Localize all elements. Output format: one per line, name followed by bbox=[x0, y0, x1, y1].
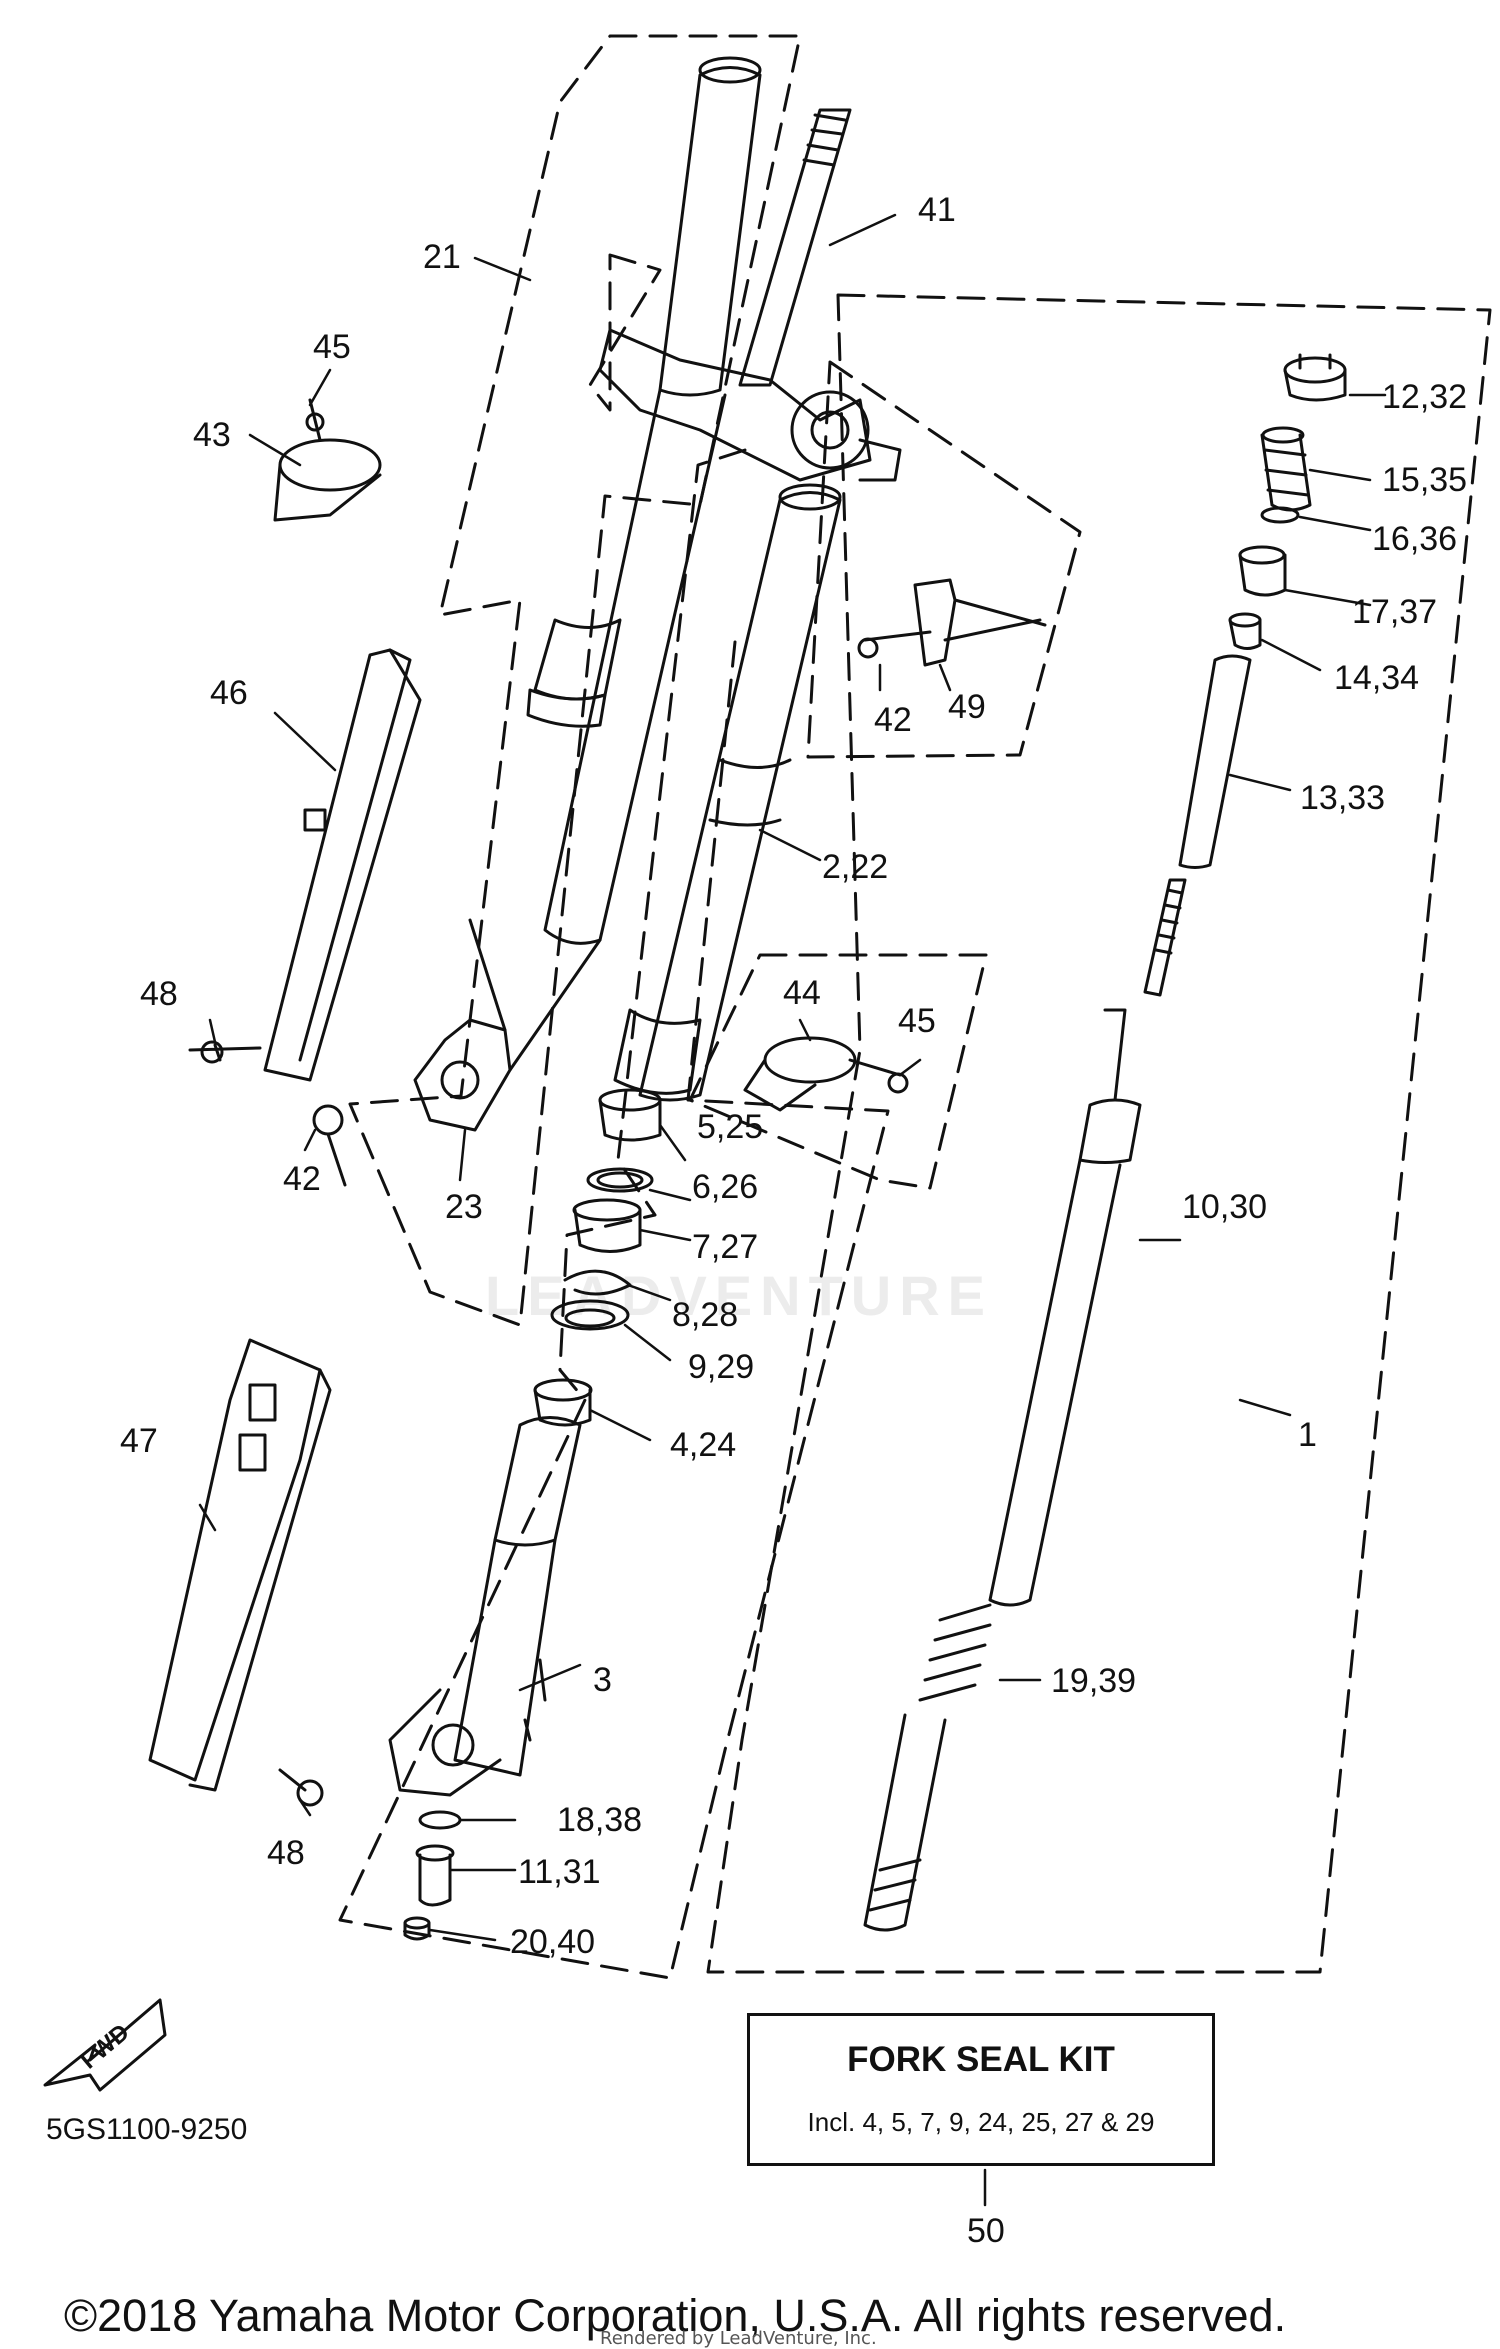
clamp-44-assembly bbox=[743, 1036, 909, 1112]
part-label-21: 21 bbox=[423, 238, 461, 276]
tube-band bbox=[708, 758, 792, 827]
part-label-16-36: 16,36 bbox=[1372, 520, 1458, 558]
part-label-2-22: 2,22 bbox=[822, 848, 889, 886]
stem-shaft bbox=[738, 108, 852, 387]
thread-rod bbox=[1143, 878, 1187, 997]
part-label-5-25: 5,25 bbox=[697, 1108, 764, 1146]
bracket-49-and-bolt-42 bbox=[857, 578, 1047, 667]
part-label-49: 49 bbox=[948, 688, 986, 726]
fork-band-lower bbox=[526, 688, 607, 728]
part-label-14-34: 14,34 bbox=[1334, 659, 1420, 697]
steering-stem-assembly bbox=[598, 108, 902, 482]
fork-seal-kit-includes: Incl. 4, 5, 7, 9, 24, 25, 27 & 29 bbox=[807, 2107, 1155, 2137]
fork-tube-2-22 bbox=[613, 483, 842, 1102]
diagram-code: 5GS1100-9250 bbox=[46, 2113, 248, 2146]
part-label-44: 44 bbox=[783, 974, 821, 1012]
bolt-42-lower-left bbox=[312, 1104, 347, 1187]
damper-parts bbox=[863, 353, 1347, 1932]
sleeve-13 bbox=[1178, 654, 1252, 869]
stem-thread bbox=[802, 113, 847, 167]
fork-seal-kit-title: FORK SEAL KIT bbox=[847, 2040, 1115, 2079]
part-label-45-upper: 45 bbox=[313, 328, 351, 366]
spring-19 bbox=[918, 1603, 992, 1702]
part-label-3: 3 bbox=[593, 1661, 612, 1699]
watermark-text: LEADVENTURE bbox=[485, 1264, 994, 1327]
part-label-13-33: 13,33 bbox=[1300, 779, 1386, 817]
part-label-17-37: 17,37 bbox=[1352, 593, 1438, 631]
part-label-6-26: 6,26 bbox=[692, 1168, 759, 1206]
part-label-11-31: 11,31 bbox=[518, 1853, 601, 1891]
part-label-18-38: 18,38 bbox=[557, 1801, 643, 1839]
fork-axle-housing bbox=[413, 1018, 512, 1132]
part-label-10-30: 10,30 bbox=[1182, 1188, 1268, 1226]
clamp-group-outline bbox=[688, 953, 988, 1190]
under-bracket bbox=[598, 328, 872, 482]
part-label-43: 43 bbox=[193, 416, 231, 454]
rendered-by-notice: Rendered by LeadVenture, Inc. bbox=[600, 2328, 877, 2349]
fork-guard-47 bbox=[148, 1338, 332, 1807]
lower-fork-group-outline bbox=[338, 448, 890, 1980]
outer-tube-3 bbox=[388, 1416, 582, 1797]
bracket-group-outline bbox=[588, 253, 662, 412]
part-label-46: 46 bbox=[210, 674, 248, 712]
leader-lines bbox=[198, 213, 1387, 2207]
part-label-19-39: 19,39 bbox=[1051, 1662, 1137, 1700]
part-label-1: 1 bbox=[1298, 1416, 1317, 1454]
copyright-notice: ©2018 Yamaha Motor Corporation, U.S.A. A… bbox=[64, 2290, 1287, 2341]
part-label-42-upper: 42 bbox=[874, 701, 912, 739]
bottom-parts bbox=[403, 1810, 462, 1941]
outer-fork-group-outline bbox=[706, 293, 1492, 1974]
upper-tube bbox=[658, 66, 762, 397]
part-label-42-lower: 42 bbox=[283, 1160, 321, 1198]
damper-rod-10 bbox=[1103, 1008, 1127, 1102]
left-fork-assembly bbox=[413, 56, 762, 1132]
part-label-9-29: 9,29 bbox=[688, 1348, 755, 1386]
left-fork-lower bbox=[468, 918, 602, 1072]
part-label-50: 50 bbox=[967, 2212, 1005, 2250]
part-label-15-35: 15,35 bbox=[1382, 461, 1468, 499]
clamp-43-assembly bbox=[273, 398, 382, 522]
part-label-20-40: 20,40 bbox=[510, 1923, 596, 1961]
part-label-23: 23 bbox=[445, 1188, 483, 1226]
group-outlines bbox=[338, 34, 1492, 1980]
part-label-48-lower: 48 bbox=[267, 1834, 305, 1872]
tube-bottom-collar bbox=[613, 1008, 702, 1095]
part-label-7-27: 7,27 bbox=[692, 1228, 759, 1266]
fwd-arrow-icon bbox=[43, 1998, 167, 2092]
part-label-12-32: 12,32 bbox=[1382, 378, 1468, 416]
part-label-47: 47 bbox=[120, 1422, 158, 1460]
circlip-8-28 bbox=[563, 1269, 632, 1296]
stem-clamp-ear bbox=[858, 438, 902, 482]
part-label-48-upper: 48 bbox=[140, 975, 178, 1013]
fork-seal-kit-box: FORK SEAL KIT Incl. 4, 5, 7, 9, 24, 25, … bbox=[747, 2013, 1215, 2166]
seal-stack bbox=[533, 1088, 662, 1427]
part-label-45-lower: 45 bbox=[898, 1002, 936, 1040]
part-label-4-24: 4,24 bbox=[670, 1426, 737, 1464]
clamp-bracket-group-outline bbox=[806, 360, 1082, 759]
fork-guard-46 bbox=[188, 648, 422, 1082]
part-label-41: 41 bbox=[918, 191, 956, 229]
part-label-8-28: 8,28 bbox=[672, 1296, 739, 1334]
